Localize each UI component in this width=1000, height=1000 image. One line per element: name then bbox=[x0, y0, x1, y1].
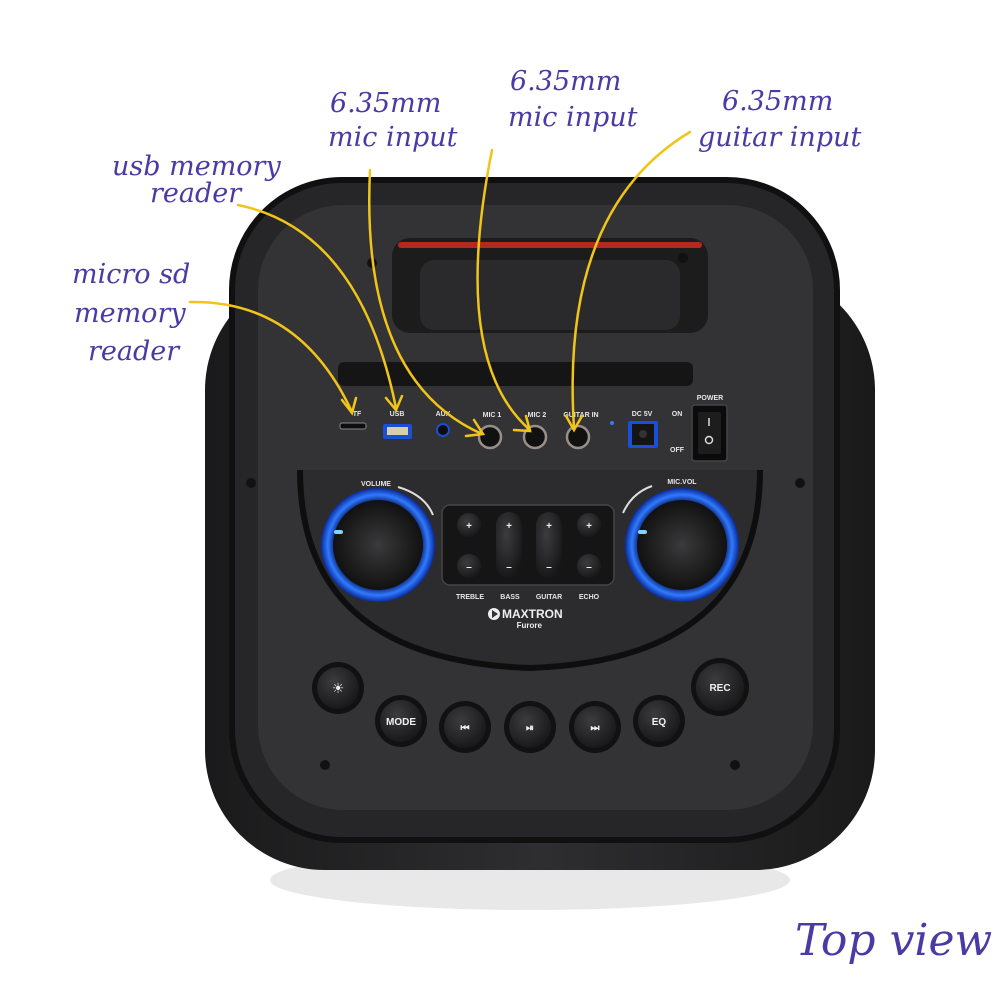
ports-power-label: POWER bbox=[697, 395, 723, 402]
bass-minus-button: – bbox=[506, 562, 512, 573]
power-switch[interactable]: POWER ON OFF bbox=[670, 395, 728, 462]
port-aux[interactable]: AUX bbox=[436, 411, 451, 437]
ports-mic2-label: MIC 2 bbox=[528, 412, 547, 419]
sd-annotation-line1: micro sd bbox=[72, 259, 190, 290]
top-view-caption: Top view bbox=[795, 915, 992, 966]
bass-rocker[interactable]: +– bbox=[496, 512, 522, 578]
usb-annotation-line1: usb memory bbox=[112, 151, 281, 182]
light-button[interactable]: ☀ bbox=[312, 662, 364, 714]
treble-label: TREBLE bbox=[456, 594, 484, 601]
ports-dc-label: DC 5V bbox=[632, 411, 653, 418]
buttons-rec-label: REC bbox=[709, 683, 730, 694]
guitar-annotation-line1: 6.35mm bbox=[722, 86, 833, 117]
previous-button[interactable]: ⏮ bbox=[439, 701, 491, 753]
volume-knob[interactable]: VOLUME bbox=[321, 481, 435, 602]
sd-annotation-line3: reader bbox=[88, 336, 181, 367]
brand-model-label: Furore bbox=[517, 621, 543, 630]
play-pause-button[interactable]: ⏯ bbox=[504, 701, 556, 753]
knobs-mic_vol-label: MIC.VOL bbox=[667, 479, 697, 486]
status-led bbox=[610, 421, 614, 425]
annotation-arrows bbox=[188, 130, 692, 438]
echo-label: ECHO bbox=[579, 594, 600, 601]
port-tf[interactable]: TF bbox=[339, 411, 367, 430]
guitar-label: GUITAR bbox=[536, 594, 562, 601]
brand-logo: MAXTRON Furore bbox=[488, 607, 563, 630]
mic1-annotation-line1: 6.35mm bbox=[330, 88, 441, 119]
next-button[interactable]: ⏭ bbox=[569, 701, 621, 753]
port-mic1[interactable]: MIC 1 bbox=[477, 412, 503, 450]
guitar-minus-button: – bbox=[546, 562, 552, 573]
ports-off-label: OFF bbox=[670, 447, 685, 454]
ports-aux-label: AUX bbox=[436, 411, 451, 418]
mic2-annotation-line1: 6.35mm bbox=[510, 66, 621, 97]
knob-indicator bbox=[334, 530, 343, 534]
handle-slot bbox=[338, 362, 693, 386]
buttons-eq-label: EQ bbox=[652, 717, 667, 728]
knob-indicator bbox=[638, 530, 647, 534]
buttons-mode-label: MODE bbox=[386, 717, 416, 728]
bass-plus-button: + bbox=[506, 521, 512, 532]
eq_buttons-minus-label: – bbox=[586, 562, 592, 573]
sd-annotation-line2: memory bbox=[74, 298, 186, 329]
brand-name-label: MAXTRON bbox=[502, 607, 563, 621]
eq-panel bbox=[441, 504, 615, 586]
ports-usb-label: USB bbox=[390, 411, 405, 418]
treble-minus-button[interactable]: – bbox=[457, 554, 481, 578]
echo-plus-button[interactable]: + bbox=[577, 513, 601, 537]
guitar-annotation-line2: guitar input bbox=[698, 122, 861, 153]
echo-minus-button[interactable]: – bbox=[577, 554, 601, 578]
eq_buttons-minus-label: – bbox=[466, 562, 472, 573]
ports-on-label: ON bbox=[672, 411, 683, 418]
mic2-annotation-line2: mic input bbox=[508, 102, 638, 133]
knobs-volume-label: VOLUME bbox=[361, 481, 391, 488]
rec-button[interactable]: REC bbox=[691, 658, 749, 716]
usb-annotation-line2: reader bbox=[150, 178, 243, 209]
handle[interactable] bbox=[392, 238, 708, 333]
eq-button[interactable]: EQ bbox=[633, 695, 685, 747]
ports-mic1-label: MIC 1 bbox=[483, 412, 502, 419]
bass-label: BASS bbox=[500, 594, 520, 601]
next-icon: ⏭ bbox=[591, 723, 600, 734]
play-pause-icon: ⏯ bbox=[526, 723, 534, 734]
port-usb[interactable]: USB bbox=[383, 411, 412, 439]
treble-plus-button[interactable]: + bbox=[457, 513, 481, 537]
guitar-plus-button: + bbox=[546, 521, 552, 532]
previous-icon: ⏮ bbox=[461, 723, 470, 734]
mode-button[interactable]: MODE bbox=[375, 695, 427, 747]
mic-volume-knob[interactable]: MIC.VOL bbox=[622, 479, 739, 602]
mic1-annotation-line2: mic input bbox=[328, 122, 458, 153]
eq_buttons-plus-label: + bbox=[586, 521, 592, 532]
ports-tf-label: TF bbox=[353, 411, 362, 418]
guitar-rocker[interactable]: +– bbox=[536, 512, 562, 578]
port-dc-5v[interactable]: DC 5V bbox=[628, 411, 658, 448]
eq_buttons-plus-label: + bbox=[466, 521, 472, 532]
light-icon: ☀ bbox=[332, 680, 345, 696]
